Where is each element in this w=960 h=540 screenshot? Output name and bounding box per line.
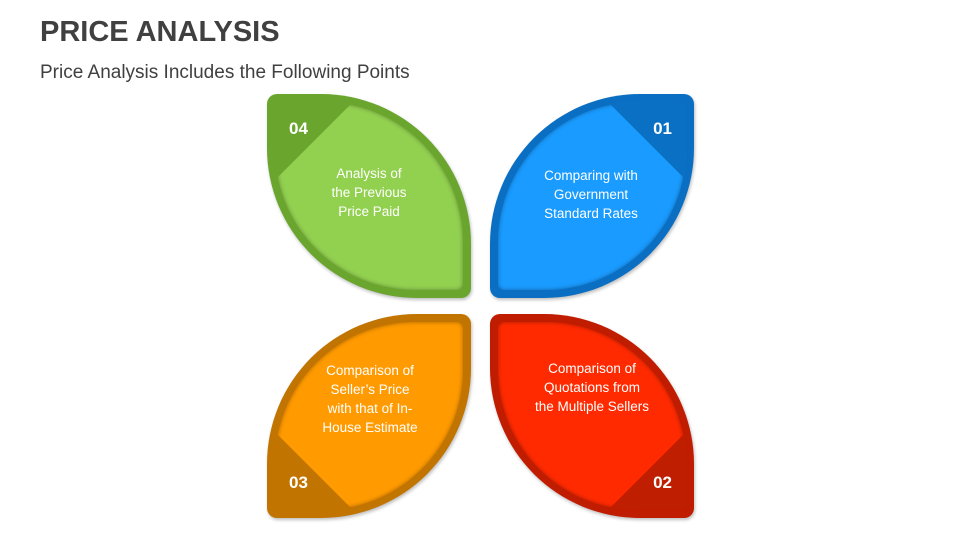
point-02-corner-triangle [608, 432, 686, 510]
point-04-number: 04 [289, 119, 308, 138]
point-02-text: Comparison of Quotations from the Multip… [534, 361, 650, 414]
point-04-corner-triangle [275, 102, 353, 180]
point-01-petal: 01 Comparing with Government Standard Ra… [490, 94, 694, 298]
point-01-corner-triangle [608, 102, 686, 180]
point-02-number: 02 [653, 473, 672, 492]
point-03-number: 03 [289, 473, 308, 492]
point-01-text: Comparing with Government Standard Rates [544, 168, 638, 221]
point-04-petal: 04 Analysis of the Previous Price Paid [267, 94, 471, 298]
page-subtitle: Price Analysis Includes the Following Po… [40, 62, 410, 83]
point-03-petal: 03 Comparison of Seller’s Price with tha… [267, 314, 471, 518]
point-04-text: Analysis of the Previous Price Paid [331, 166, 407, 219]
point-03-text: Comparison of Seller’s Price with that o… [322, 363, 418, 435]
point-03-corner-triangle [275, 432, 353, 510]
point-02-petal: 02 Comparison of Quotations from the Mul… [490, 314, 694, 518]
page-title: PRICE ANALYSIS [40, 16, 280, 48]
point-01-number: 01 [653, 119, 672, 138]
